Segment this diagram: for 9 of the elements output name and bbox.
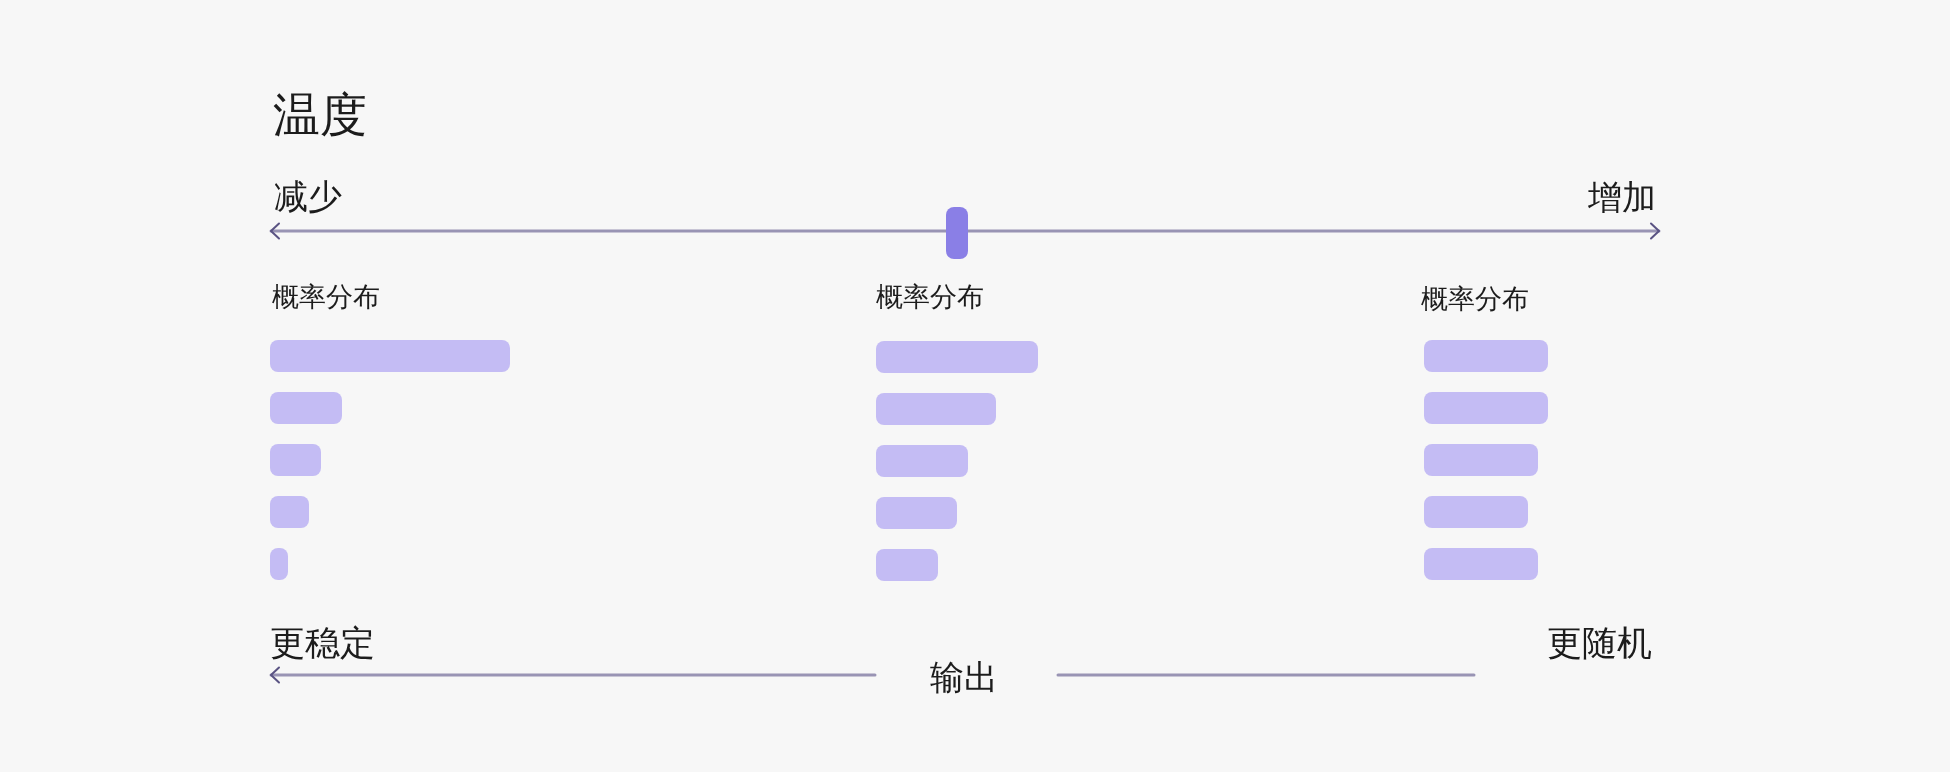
scale-label: 更稳定 (270, 625, 375, 660)
chart-label: 概率分布 (272, 284, 380, 311)
heading: 温度 (273, 91, 367, 138)
scale-label: 更随机 (1547, 625, 1652, 660)
scale-label: 增加 (1588, 180, 1656, 214)
scale-label: 减少 (274, 179, 342, 213)
chart-label: 概率分布 (1421, 286, 1529, 313)
axis-label: 输出 (930, 660, 998, 694)
chart-label: 概率分布 (876, 284, 984, 311)
